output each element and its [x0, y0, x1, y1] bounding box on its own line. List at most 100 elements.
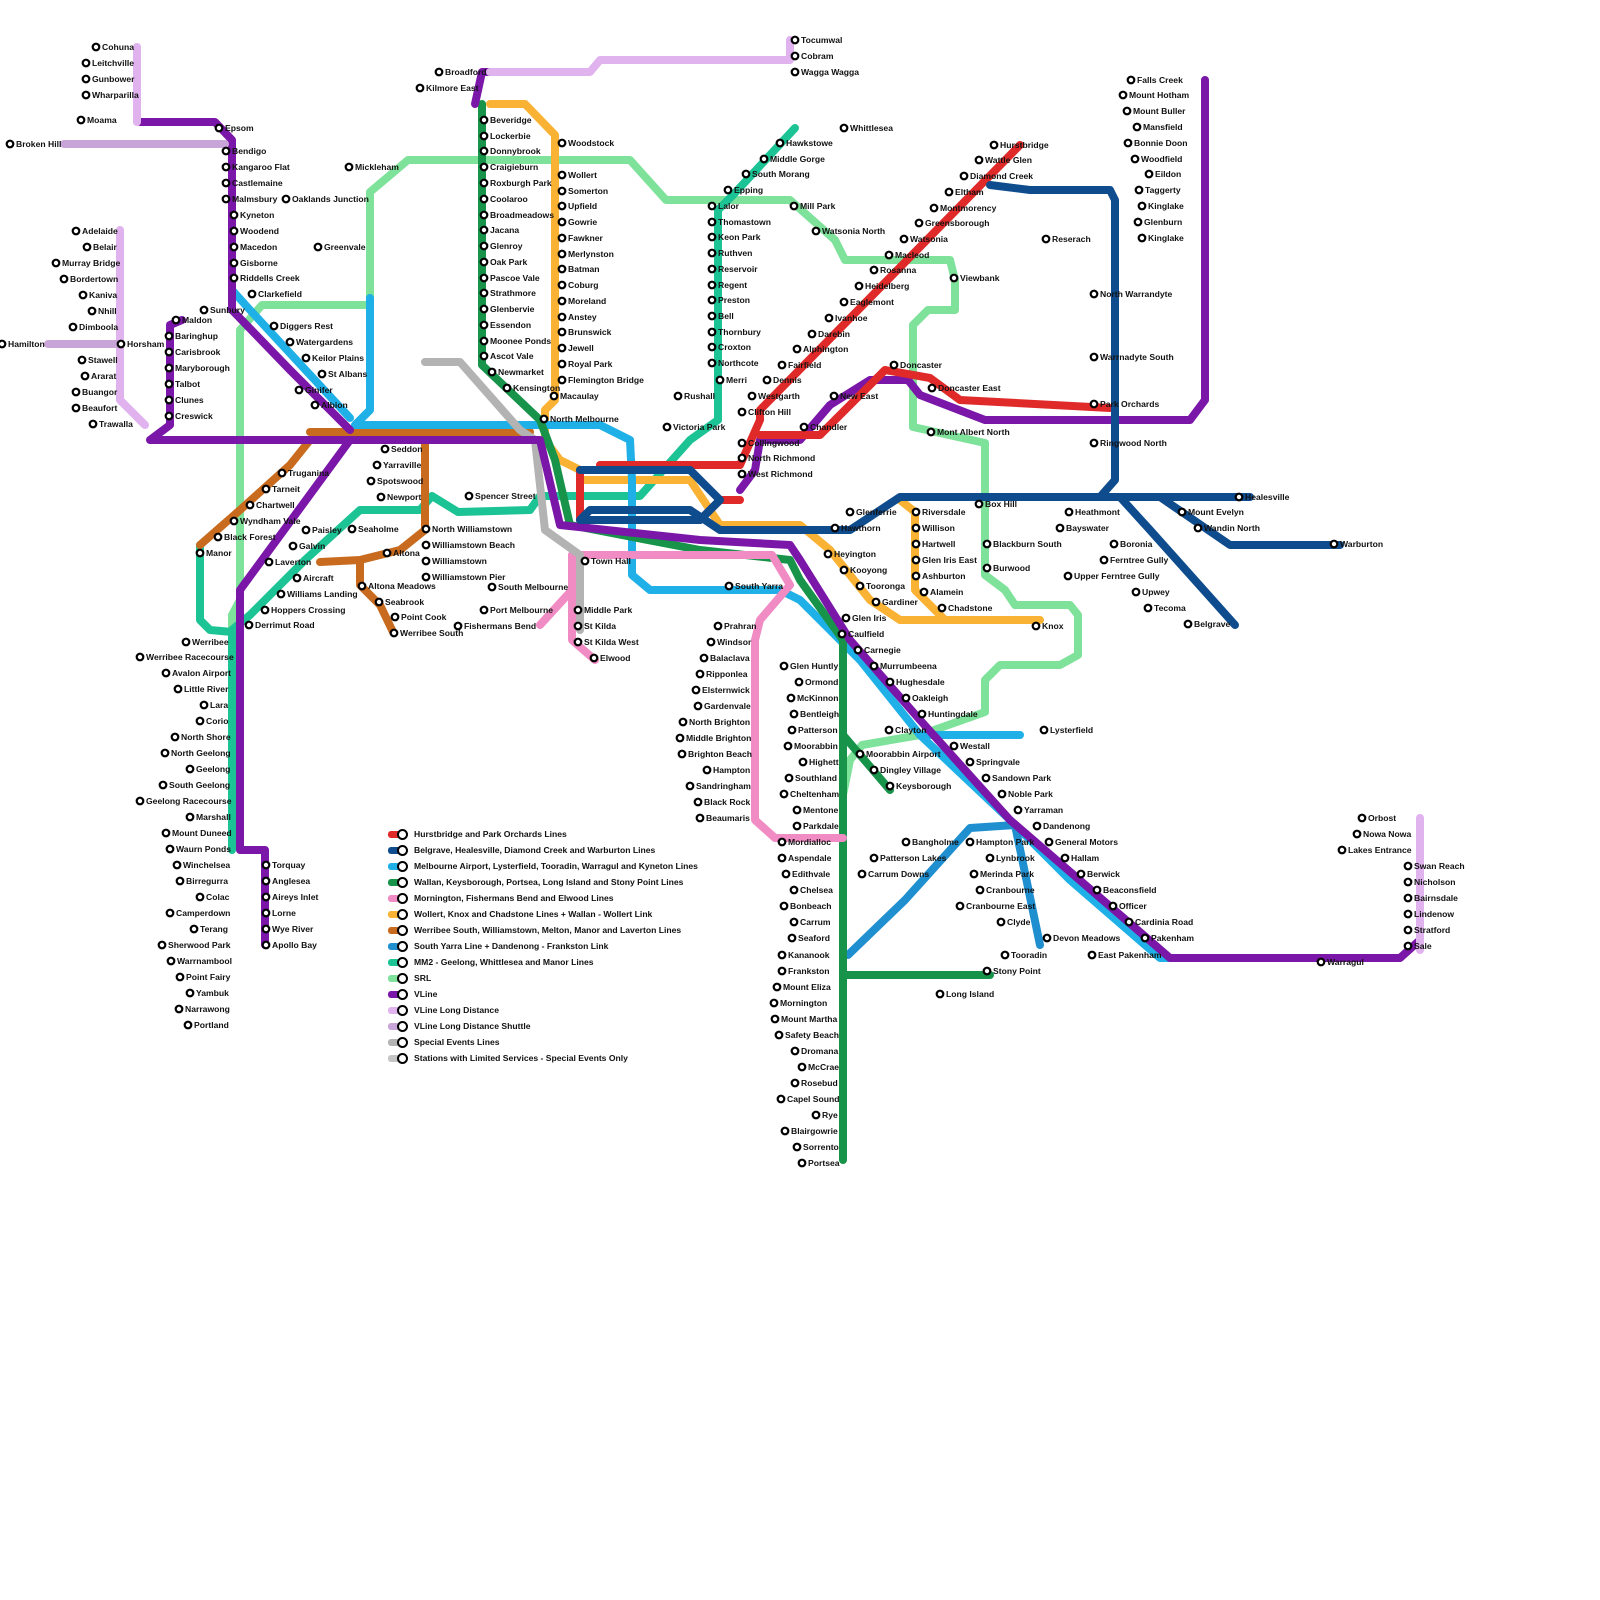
- station-dot[interactable]: [162, 750, 169, 757]
- station-dot[interactable]: [0, 341, 5, 348]
- station-dot[interactable]: [794, 346, 801, 353]
- station-dot[interactable]: [695, 703, 702, 710]
- station-dot[interactable]: [709, 250, 716, 257]
- station-dot[interactable]: [977, 887, 984, 894]
- station-dot[interactable]: [1135, 219, 1142, 226]
- station-dot[interactable]: [559, 298, 566, 305]
- station-dot[interactable]: [294, 575, 301, 582]
- station-dot[interactable]: [168, 958, 175, 965]
- station-dot[interactable]: [709, 203, 716, 210]
- station-dot[interactable]: [792, 69, 799, 76]
- station-dot[interactable]: [891, 362, 898, 369]
- station-dot[interactable]: [481, 243, 488, 250]
- station-dot[interactable]: [779, 855, 786, 862]
- station-dot[interactable]: [481, 322, 488, 329]
- station-dot[interactable]: [216, 125, 223, 132]
- station-dot[interactable]: [1405, 927, 1412, 934]
- station-dot[interactable]: [559, 188, 566, 195]
- station-dot[interactable]: [481, 290, 488, 297]
- station-dot[interactable]: [223, 196, 230, 203]
- station-dot[interactable]: [263, 910, 270, 917]
- station-dot[interactable]: [921, 589, 928, 596]
- station-dot[interactable]: [1111, 541, 1118, 548]
- station-dot[interactable]: [785, 743, 792, 750]
- station-dot[interactable]: [559, 329, 566, 336]
- station-dot[interactable]: [855, 647, 862, 654]
- station-dot[interactable]: [704, 767, 711, 774]
- station-dot[interactable]: [559, 203, 566, 210]
- station-dot[interactable]: [73, 389, 80, 396]
- station-dot[interactable]: [709, 344, 716, 351]
- station-dot[interactable]: [1033, 623, 1040, 630]
- station-dot[interactable]: [187, 814, 194, 821]
- station-dot[interactable]: [175, 686, 182, 693]
- station-dot[interactable]: [1133, 589, 1140, 596]
- station-dot[interactable]: [664, 424, 671, 431]
- station-dot[interactable]: [1126, 919, 1133, 926]
- station-dot[interactable]: [887, 679, 894, 686]
- station-dot[interactable]: [378, 494, 385, 501]
- station-dot[interactable]: [792, 53, 799, 60]
- station-dot[interactable]: [1041, 727, 1048, 734]
- station-dot[interactable]: [1043, 236, 1050, 243]
- station-dot[interactable]: [166, 413, 173, 420]
- station-dot[interactable]: [1015, 807, 1022, 814]
- station-dot[interactable]: [709, 313, 716, 320]
- station-dot[interactable]: [946, 189, 953, 196]
- station-dot[interactable]: [791, 711, 798, 718]
- station-dot[interactable]: [249, 291, 256, 298]
- station-dot[interactable]: [90, 421, 97, 428]
- station-dot[interactable]: [983, 775, 990, 782]
- station-dot[interactable]: [197, 894, 204, 901]
- station-dot[interactable]: [675, 393, 682, 400]
- station-dot[interactable]: [559, 314, 566, 321]
- station-dot[interactable]: [423, 574, 430, 581]
- station-dot[interactable]: [167, 846, 174, 853]
- station-dot[interactable]: [779, 362, 786, 369]
- station-dot[interactable]: [481, 259, 488, 266]
- station-dot[interactable]: [998, 919, 1005, 926]
- station-dot[interactable]: [984, 541, 991, 548]
- station-dot[interactable]: [1139, 203, 1146, 210]
- station-dot[interactable]: [857, 751, 864, 758]
- station-dot[interactable]: [887, 783, 894, 790]
- station-dot[interactable]: [739, 455, 746, 462]
- station-dot[interactable]: [951, 743, 958, 750]
- station-dot[interactable]: [82, 373, 89, 380]
- station-dot[interactable]: [794, 1144, 801, 1151]
- station-dot[interactable]: [841, 299, 848, 306]
- station-dot[interactable]: [481, 338, 488, 345]
- station-dot[interactable]: [266, 559, 273, 566]
- station-dot[interactable]: [937, 991, 944, 998]
- station-dot[interactable]: [504, 385, 511, 392]
- station-dot[interactable]: [312, 402, 319, 409]
- station-dot[interactable]: [976, 157, 983, 164]
- station-dot[interactable]: [726, 583, 733, 590]
- station-dot[interactable]: [967, 759, 974, 766]
- station-dot[interactable]: [931, 205, 938, 212]
- station-dot[interactable]: [278, 591, 285, 598]
- station-dot[interactable]: [591, 655, 598, 662]
- station-dot[interactable]: [481, 353, 488, 360]
- station-dot[interactable]: [287, 339, 294, 346]
- station-dot[interactable]: [315, 244, 322, 251]
- station-dot[interactable]: [919, 711, 926, 718]
- station-dot[interactable]: [559, 235, 566, 242]
- station-dot[interactable]: [796, 679, 803, 686]
- station-dot[interactable]: [739, 409, 746, 416]
- station-dot[interactable]: [296, 387, 303, 394]
- station-dot[interactable]: [984, 565, 991, 572]
- station-dot[interactable]: [1066, 509, 1073, 516]
- station-dot[interactable]: [1136, 187, 1143, 194]
- station-dot[interactable]: [1062, 855, 1069, 862]
- station-dot[interactable]: [779, 839, 786, 846]
- station-dot[interactable]: [859, 871, 866, 878]
- station-dot[interactable]: [778, 1096, 785, 1103]
- station-dot[interactable]: [118, 341, 125, 348]
- station-dot[interactable]: [764, 377, 771, 384]
- station-dot[interactable]: [1120, 92, 1127, 99]
- station-dot[interactable]: [466, 493, 473, 500]
- station-dot[interactable]: [582, 558, 589, 565]
- station-dot[interactable]: [967, 839, 974, 846]
- station-dot[interactable]: [843, 615, 850, 622]
